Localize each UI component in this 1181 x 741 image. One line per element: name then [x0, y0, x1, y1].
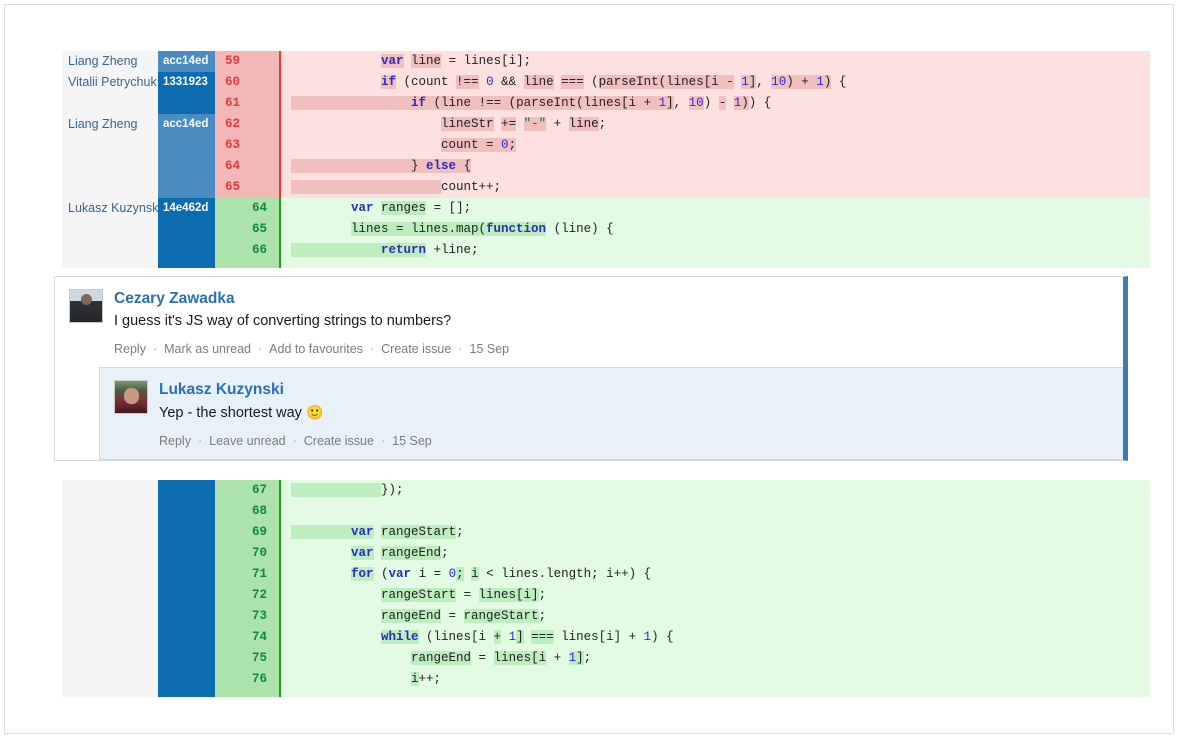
diff-block-deleted: Liang Zheng Vitalii Petrychuk Liang Zhen… — [62, 51, 1150, 198]
line-number: 64 — [225, 159, 241, 173]
separator: · — [197, 434, 203, 448]
line-number: 75 — [251, 651, 267, 665]
add-to-favourites-link[interactable]: Add to favourites — [269, 342, 363, 356]
blame-commit-column: acc14ed 1331923 acc14ed — [158, 51, 215, 198]
diff-review-page: Liang Zheng Vitalii Petrychuk Liang Zhen… — [4, 4, 1174, 734]
comment-author-name[interactable]: Cezary Zawadka — [114, 290, 235, 307]
commit-hash-chip[interactable]: acc14ed — [158, 114, 215, 198]
line-number: 74 — [251, 630, 267, 644]
comment-card: Cezary Zawadka I guess it's JS way of co… — [54, 276, 1128, 461]
mark-as-unread-link[interactable]: Mark as unread — [164, 342, 251, 356]
line-number: 65 — [251, 222, 267, 236]
create-issue-link[interactable]: Create issue — [303, 434, 374, 448]
code-column-added[interactable]: var ranges = []; lines = lines.map(funct… — [279, 198, 1150, 268]
code-line[interactable]: }); — [281, 480, 1150, 501]
separator: · — [380, 434, 386, 448]
separator: · — [292, 434, 297, 448]
commit-hash-chip[interactable]: acc14ed — [158, 51, 215, 72]
comment-date: 15 Sep — [392, 434, 432, 448]
blame-author[interactable]: Lukasz Kuzynski — [68, 201, 162, 215]
diff-block-added-bottom: 67 68 69 70 71 72 73 74 75 76 }); var ra… — [62, 480, 1150, 697]
reply-link[interactable]: Reply — [114, 342, 146, 356]
code-line[interactable]: } else { — [281, 156, 1150, 177]
blame-commit-column: 14e462d — [158, 198, 215, 268]
code-line[interactable]: lines = lines.map(function (line) { — [351, 222, 614, 236]
avatar[interactable] — [69, 289, 103, 323]
line-number: 63 — [225, 138, 241, 152]
line-number: 59 — [225, 54, 241, 68]
code-line[interactable]: rangeStart = lines[i]; — [381, 588, 547, 602]
separator: · — [258, 342, 263, 356]
code-line[interactable] — [281, 501, 1150, 522]
comment-reply: Lukasz Kuzynski Yep - the shortest way 🙂… — [99, 367, 1123, 460]
separator: · — [369, 342, 375, 356]
code-line[interactable]: if (line !== (parseInt(lines[i + 1], 10)… — [281, 93, 1150, 114]
line-number: 64 — [251, 201, 267, 215]
smile-emoji-icon: 🙂 — [305, 404, 324, 420]
diff-block-added-top: Lukasz Kuzynski 14e462d 64 65 66 var ran… — [62, 198, 1150, 268]
line-number-column-added: 64 65 66 — [215, 198, 279, 268]
blame-commit-column — [158, 480, 215, 697]
line-number: 73 — [251, 609, 267, 623]
line-number: 69 — [251, 525, 267, 539]
line-number: 67 — [251, 483, 267, 497]
reply-link[interactable]: Reply — [159, 434, 191, 448]
commit-hash-chip[interactable] — [158, 480, 215, 697]
comment-author-name[interactable]: Lukasz Kuzynski — [159, 381, 284, 398]
comment-text-body: Yep - the shortest way — [159, 405, 302, 421]
code-line[interactable]: var line = lines[i]; — [381, 54, 532, 68]
line-number: 60 — [225, 75, 241, 89]
code-line[interactable]: count++; — [281, 177, 1150, 198]
create-issue-link[interactable]: Create issue — [381, 342, 452, 356]
line-number: 76 — [251, 672, 267, 686]
code-line[interactable]: var rangeEnd; — [351, 546, 449, 560]
comment-date: 15 Sep — [469, 342, 510, 356]
code-line[interactable]: var rangeStart; — [281, 522, 1150, 543]
code-line[interactable]: for (var i = 0; i < lines.length; i++) { — [351, 567, 652, 581]
avatar[interactable] — [114, 380, 148, 414]
line-number: 66 — [251, 243, 267, 257]
line-number: 70 — [251, 546, 267, 560]
comment-primary: Cezary Zawadka I guess it's JS way of co… — [55, 277, 1123, 367]
leave-unread-link[interactable]: Leave unread — [209, 434, 286, 448]
code-line[interactable]: var ranges = []; — [351, 201, 472, 215]
line-number: 65 — [225, 180, 241, 194]
separator: · — [458, 342, 463, 356]
code-line[interactable]: rangeEnd = rangeStart; — [381, 609, 547, 623]
code-column-deleted[interactable]: var line = lines[i]; if (count !== 0 && … — [279, 51, 1150, 198]
blame-author-column: Liang Zheng Vitalii Petrychuk Liang Zhen… — [62, 51, 158, 198]
line-number: 71 — [251, 567, 267, 581]
separator: · — [152, 342, 158, 356]
comment-text: I guess it's JS way of converting string… — [114, 313, 452, 329]
line-number: 62 — [225, 117, 241, 131]
code-line[interactable]: lineStr += "-" + line; — [441, 117, 607, 131]
blame-author-column — [62, 480, 158, 697]
blame-author[interactable]: Liang Zheng — [68, 117, 138, 131]
commit-hash-chip[interactable]: 14e462d — [158, 198, 215, 268]
line-number: 68 — [251, 504, 267, 518]
comment-text: Yep - the shortest way 🙂 — [159, 402, 1109, 423]
line-number: 72 — [251, 588, 267, 602]
code-line[interactable]: while (lines[i + 1] === lines[i] + 1) { — [381, 630, 674, 644]
line-number: 61 — [225, 96, 241, 110]
code-column-added[interactable]: }); var rangeStart; var rangeEnd; for (v… — [279, 480, 1150, 697]
blame-author[interactable]: Vitalii Petrychuk — [68, 75, 157, 89]
code-line[interactable]: return +line; — [281, 240, 1150, 261]
comment-actions: Reply · Leave unread · Create issue · 15… — [159, 433, 1109, 449]
line-number-column-added: 67 68 69 70 71 72 73 74 75 76 — [215, 480, 279, 697]
comment-actions: Reply · Mark as unread · Add to favourit… — [114, 341, 1109, 357]
commit-hash-chip[interactable]: 1331923 — [158, 72, 215, 114]
code-line[interactable]: rangeEnd = lines[i + 1]; — [411, 651, 592, 665]
code-line[interactable]: count = 0; — [441, 138, 517, 152]
line-number-column-deleted: 59 60 61 62 63 64 65 — [215, 51, 279, 198]
code-line[interactable]: i++; — [411, 672, 442, 686]
blame-author[interactable]: Liang Zheng — [68, 54, 138, 68]
blame-author-column: Lukasz Kuzynski — [62, 198, 162, 268]
code-line[interactable]: if (count !== 0 && line === (parseInt(li… — [381, 75, 847, 89]
